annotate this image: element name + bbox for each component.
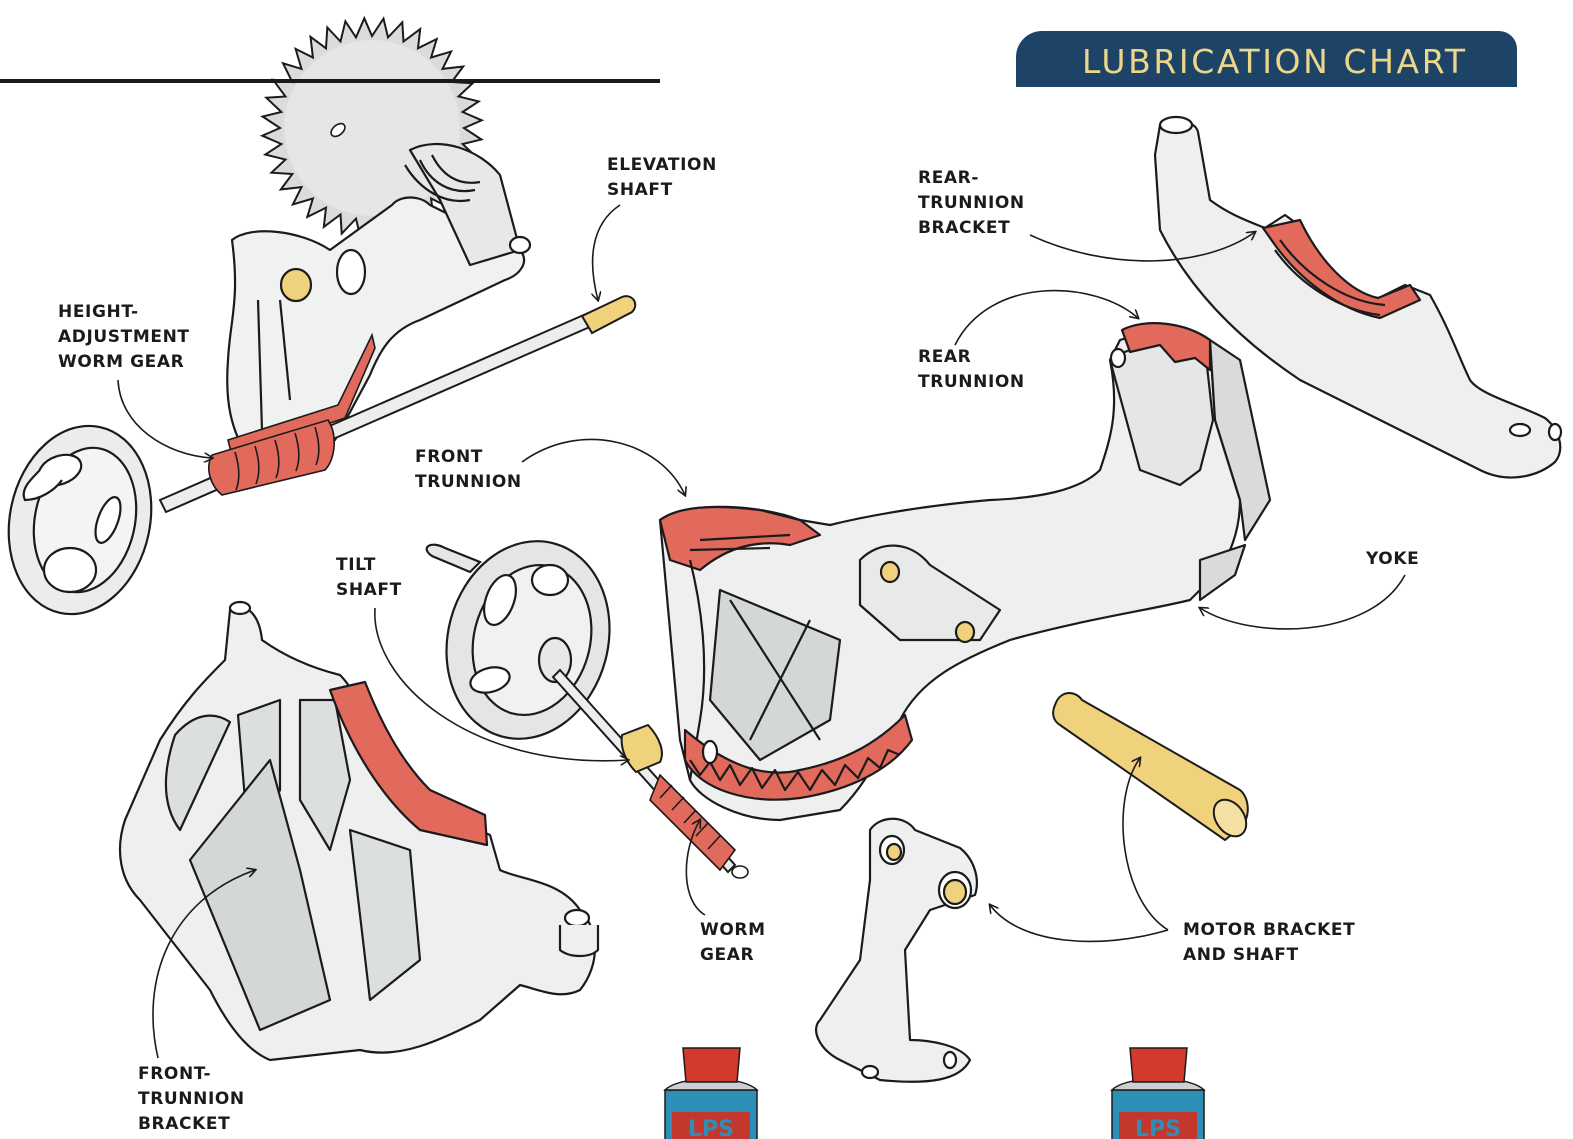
motor-shaft bbox=[1053, 693, 1253, 842]
title-rule bbox=[0, 79, 660, 83]
spray-can-2: LPS bbox=[1112, 1048, 1204, 1139]
label-front-trunnion-bracket: FRONT- TRUNNION BRACKET bbox=[138, 1062, 245, 1137]
arrow-elevation-shaft bbox=[593, 205, 620, 300]
chart-title: LUBRICATION CHART bbox=[1082, 31, 1517, 93]
spray-can-1: LPS bbox=[665, 1048, 757, 1139]
spray-can-1-brand: LPS bbox=[688, 1117, 734, 1139]
label-yoke: YOKE bbox=[1366, 547, 1419, 572]
yoke-and-front-trunnion-casting bbox=[660, 323, 1270, 820]
title-tab: LUBRICATION CHART bbox=[1016, 31, 1517, 87]
arrow-motor-bracket bbox=[990, 905, 1168, 941]
label-front-trunnion: FRONT TRUNNION bbox=[415, 445, 522, 495]
arrow-rear-trunnion bbox=[955, 291, 1138, 345]
label-worm-gear: WORM GEAR bbox=[700, 918, 766, 968]
label-tilt-shaft: TILT SHAFT bbox=[336, 553, 402, 603]
label-elevation-shaft: ELEVATION SHAFT bbox=[607, 153, 717, 203]
spray-can-2-brand: LPS bbox=[1135, 1117, 1181, 1139]
label-rear-trunnion: REAR TRUNNION bbox=[918, 345, 1025, 395]
arrow-front-trunnion bbox=[522, 439, 685, 495]
height-handwheel bbox=[0, 413, 168, 628]
motor-bracket bbox=[816, 819, 977, 1082]
label-height-adjustment-worm-gear: HEIGHT- ADJUSTMENT WORM GEAR bbox=[58, 300, 190, 375]
arrow-yoke bbox=[1200, 575, 1405, 629]
label-rear-trunnion-bracket: REAR- TRUNNION BRACKET bbox=[918, 166, 1025, 241]
label-motor-bracket-and-shaft: MOTOR BRACKET AND SHAFT bbox=[1183, 918, 1355, 968]
